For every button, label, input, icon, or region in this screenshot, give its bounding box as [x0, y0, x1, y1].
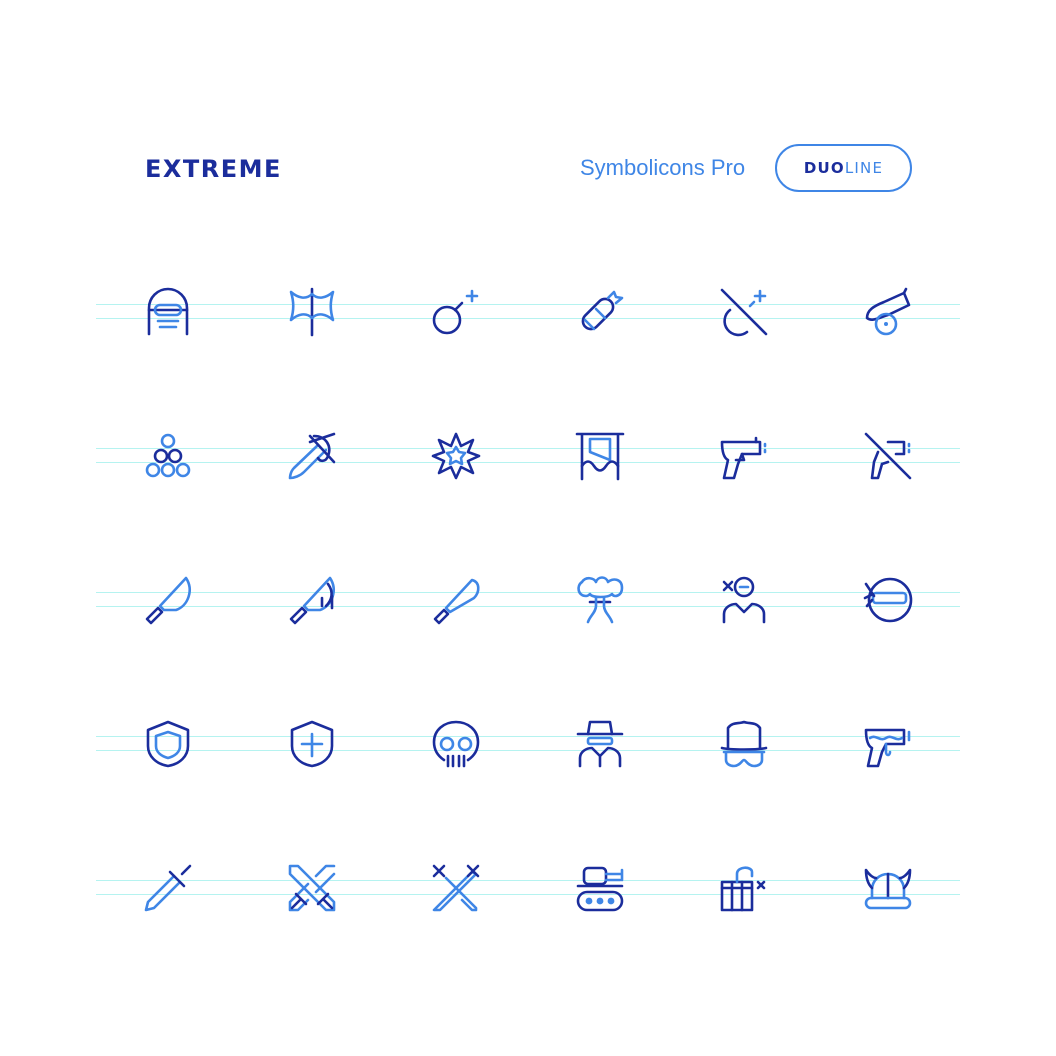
tank-icon [576, 864, 624, 912]
pistol-icon [720, 432, 768, 480]
mushroom-cloud-icon [576, 576, 624, 624]
balaclava-icon [144, 287, 192, 336]
dynamite-icon [576, 288, 624, 336]
spy-disguise-icon [720, 720, 768, 768]
brand-name: Symbolicons Pro [580, 155, 746, 180]
kitchen-knife-icon [144, 576, 192, 625]
guide-line [96, 894, 960, 895]
cannon-icon [864, 287, 912, 336]
style-badge-part1: DUO [803, 159, 845, 177]
guide-line [96, 880, 960, 881]
no-gun-icon [864, 432, 912, 480]
guide-line [96, 592, 960, 593]
shield-cross-icon [288, 720, 336, 768]
guide-line [96, 606, 960, 607]
guide-line [96, 318, 960, 319]
no-bomb-icon [720, 288, 768, 337]
water-pistol-icon [864, 720, 912, 768]
guide-line [96, 750, 960, 751]
shield-icon [144, 720, 192, 768]
style-badge-part2: LINE [844, 159, 884, 177]
guide-line [96, 736, 960, 737]
explosion-icon [431, 432, 481, 480]
bloody-knife-icon [288, 576, 336, 625]
guide-line [96, 462, 960, 463]
guillotine-icon [575, 432, 625, 481]
skull-icon [432, 720, 480, 768]
no-knife-icon [288, 432, 336, 480]
battle-axe-icon [288, 287, 336, 337]
cannonballs-icon [144, 432, 192, 480]
guide-line [96, 304, 960, 305]
crossed-swords-alt-icon [432, 864, 480, 912]
dead-person-icon [720, 576, 768, 624]
machete-icon [432, 576, 480, 625]
sword-icon [144, 864, 192, 912]
bomb-icon [432, 288, 480, 336]
guide-line [96, 448, 960, 449]
tnt-detonator-icon [720, 864, 768, 912]
crossed-swords-icon [288, 864, 336, 912]
ninja-icon [863, 576, 913, 624]
spy-icon [576, 720, 624, 768]
set-title: EXTREME [145, 155, 282, 183]
viking-helmet-icon [864, 864, 912, 912]
